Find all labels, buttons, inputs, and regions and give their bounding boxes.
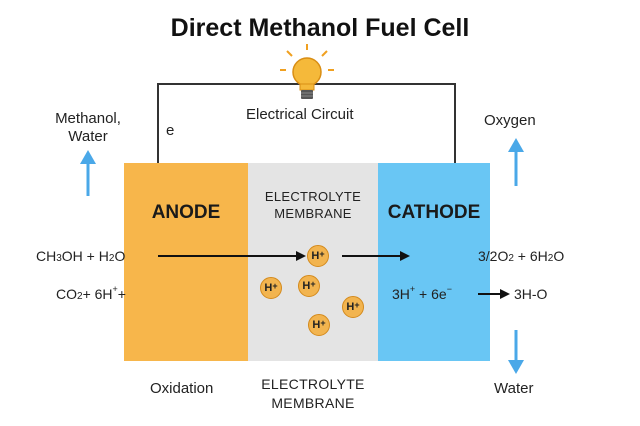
electron-label: e (166, 122, 175, 139)
cathode-reaction-1: 3/2O2 + 6H2O (478, 248, 565, 264)
proton-ion: H+ (308, 314, 330, 336)
cathode-reaction-2: 3H+ + 6e− (392, 284, 452, 302)
proton-ion: H+ (307, 245, 329, 267)
cathode-product-arrow (478, 289, 510, 299)
cathode-region (378, 163, 490, 361)
methanol-water-out-arrow (80, 150, 96, 196)
water-output-label: Water (494, 380, 534, 397)
cathode-label: CATHODE (387, 202, 481, 223)
page-title: Direct Methanol Fuel Cell (170, 14, 470, 42)
proton-ion: H+ (260, 277, 282, 299)
light-bulb-icon (280, 44, 334, 99)
membrane-label-top-line2: MEMBRANE (274, 206, 352, 221)
proton-ion: H+ (342, 296, 364, 318)
cathode-product: 3H-O (514, 286, 548, 302)
anode-to-membrane-arrow (158, 251, 306, 261)
methanol-water-output: Methanol, Water (48, 110, 128, 146)
water-label-left: Water (68, 128, 108, 145)
electrical-circuit-label: Electrical Circuit (246, 106, 354, 123)
oxygen-label: Oxygen (484, 112, 536, 129)
membrane-label-top-line1: ELECTROLYTE (264, 189, 362, 204)
water-out-arrow (508, 330, 524, 374)
methanol-label: Methanol, (55, 110, 121, 127)
membrane-label-bottom-line1: ELECTROLYTE (261, 376, 365, 392)
membrane-label-bottom: ELECTROLYTE MEMBRANE (248, 375, 378, 413)
membrane-label-top: ELECTROLYTE MEMBRANE (248, 188, 378, 222)
anode-region (124, 163, 248, 361)
membrane-label-bottom-line2: MEMBRANE (271, 395, 355, 411)
proton-transfer-arrow (342, 251, 410, 261)
anode-reaction-2: CO2+ 6H++ (56, 284, 126, 302)
anode-reaction-1: CH3OH + H2O (36, 248, 126, 264)
oxidation-label: Oxidation (150, 380, 214, 397)
oxygen-in-arrow (508, 138, 524, 186)
anode-label: ANODE (151, 202, 221, 223)
proton-ion: H+ (298, 275, 320, 297)
